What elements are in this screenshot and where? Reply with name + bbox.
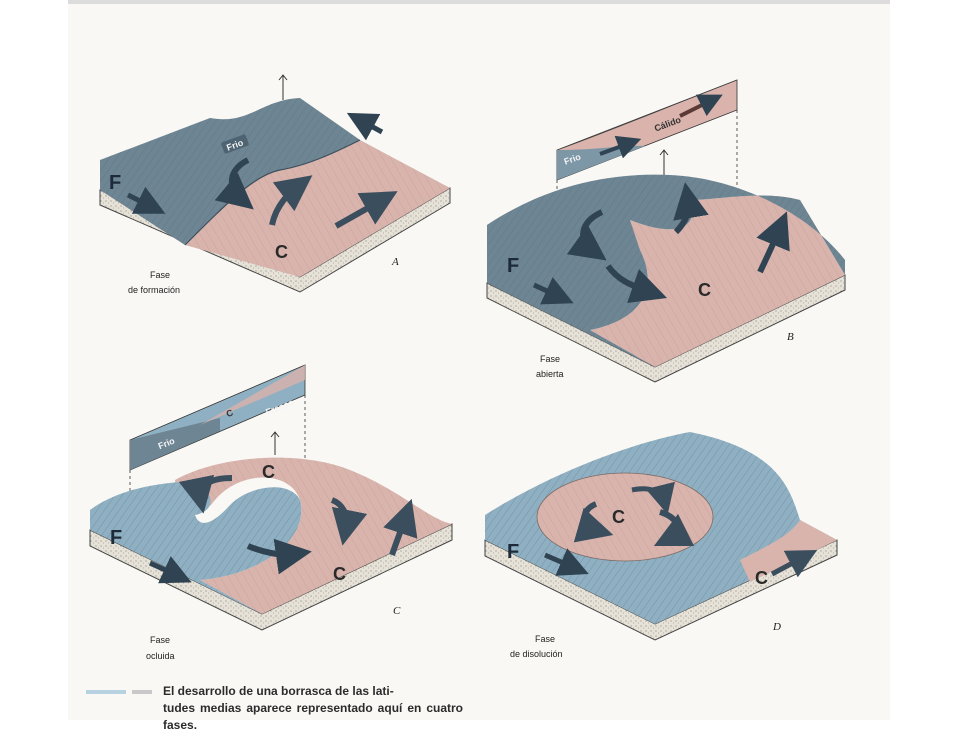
front-letter-f: F [507, 255, 519, 277]
circulation-arrow-icon [330, 497, 368, 546]
panel-a-warm-hatch [185, 140, 450, 277]
fase-label-line1: Fase [535, 634, 555, 644]
low-letter-c-top: C [612, 507, 625, 527]
panel-letter: A [391, 256, 399, 268]
caption-line-1: El desarrollo de una borrasca de las lat… [163, 684, 394, 698]
wind-arrow-icon [756, 211, 790, 274]
circulation-arrow-icon [673, 182, 709, 235]
circulation-arrow-icon [566, 209, 607, 261]
circulation-arrow-icon [246, 538, 312, 575]
panel-c: Frio Fresco C F C C C Fase ocluida [89, 364, 453, 661]
low-letter-c: C [698, 280, 711, 300]
scan-top-border [68, 0, 890, 4]
circulation-arrow-icon [178, 474, 233, 514]
panel-letter: D [772, 621, 781, 633]
fase-label-line1: Fase [540, 354, 560, 364]
circulation-arrow-icon [605, 264, 667, 304]
low-letter-c-top: C [262, 462, 275, 482]
front-letter-f: F [110, 527, 122, 549]
wind-arrow-icon [383, 498, 418, 556]
low-letter-c: C [755, 568, 768, 588]
wind-arrow-icon [346, 112, 384, 141]
circulation-arrow-icon [214, 157, 254, 210]
figure-caption: El desarrollo de una borrasca de las lat… [163, 683, 463, 734]
panel-b: Frio Cálido F C B Fase abierta [486, 79, 846, 383]
circulation-arrow-icon [631, 481, 675, 515]
circulation-arrow-icon [269, 175, 313, 226]
low-letter-c: C [333, 564, 346, 584]
panel-d: F C C D Fase de disolución [484, 432, 838, 659]
caption-marker [86, 690, 152, 694]
fase-label-line2: ocluida [146, 651, 175, 661]
wind-arrow-icon [599, 135, 642, 159]
circulation-arrow-icon [573, 501, 614, 543]
fase-label-line2: abierta [536, 369, 564, 379]
fase-label-line2: de formación [128, 285, 180, 295]
low-letter-c: C [275, 242, 288, 262]
wind-arrow-icon [532, 277, 574, 305]
panel-letter: B [787, 331, 794, 343]
panel-a: Frio F C A Fase de formación [99, 74, 451, 295]
fase-label-line1: Fase [150, 635, 170, 645]
wind-arrow-icon [334, 191, 398, 229]
wind-arrow-icon [679, 94, 723, 118]
wind-arrow-icon [126, 186, 166, 214]
front-letter-f: F [109, 172, 121, 194]
panel-letter: C [393, 605, 401, 617]
fase-label-line2: de disolución [510, 649, 563, 659]
front-letter-f: F [507, 541, 519, 563]
panel-a-front-line [184, 139, 361, 246]
fase-label-line1: Fase [150, 270, 170, 280]
wind-arrow-icon [148, 556, 192, 584]
wind-arrow-icon [770, 549, 818, 578]
caption-line-2: tudes medias aparece representado aquí e… [163, 701, 463, 732]
wind-arrow-icon [544, 548, 589, 576]
panel-c-section-letter: C [225, 407, 235, 419]
